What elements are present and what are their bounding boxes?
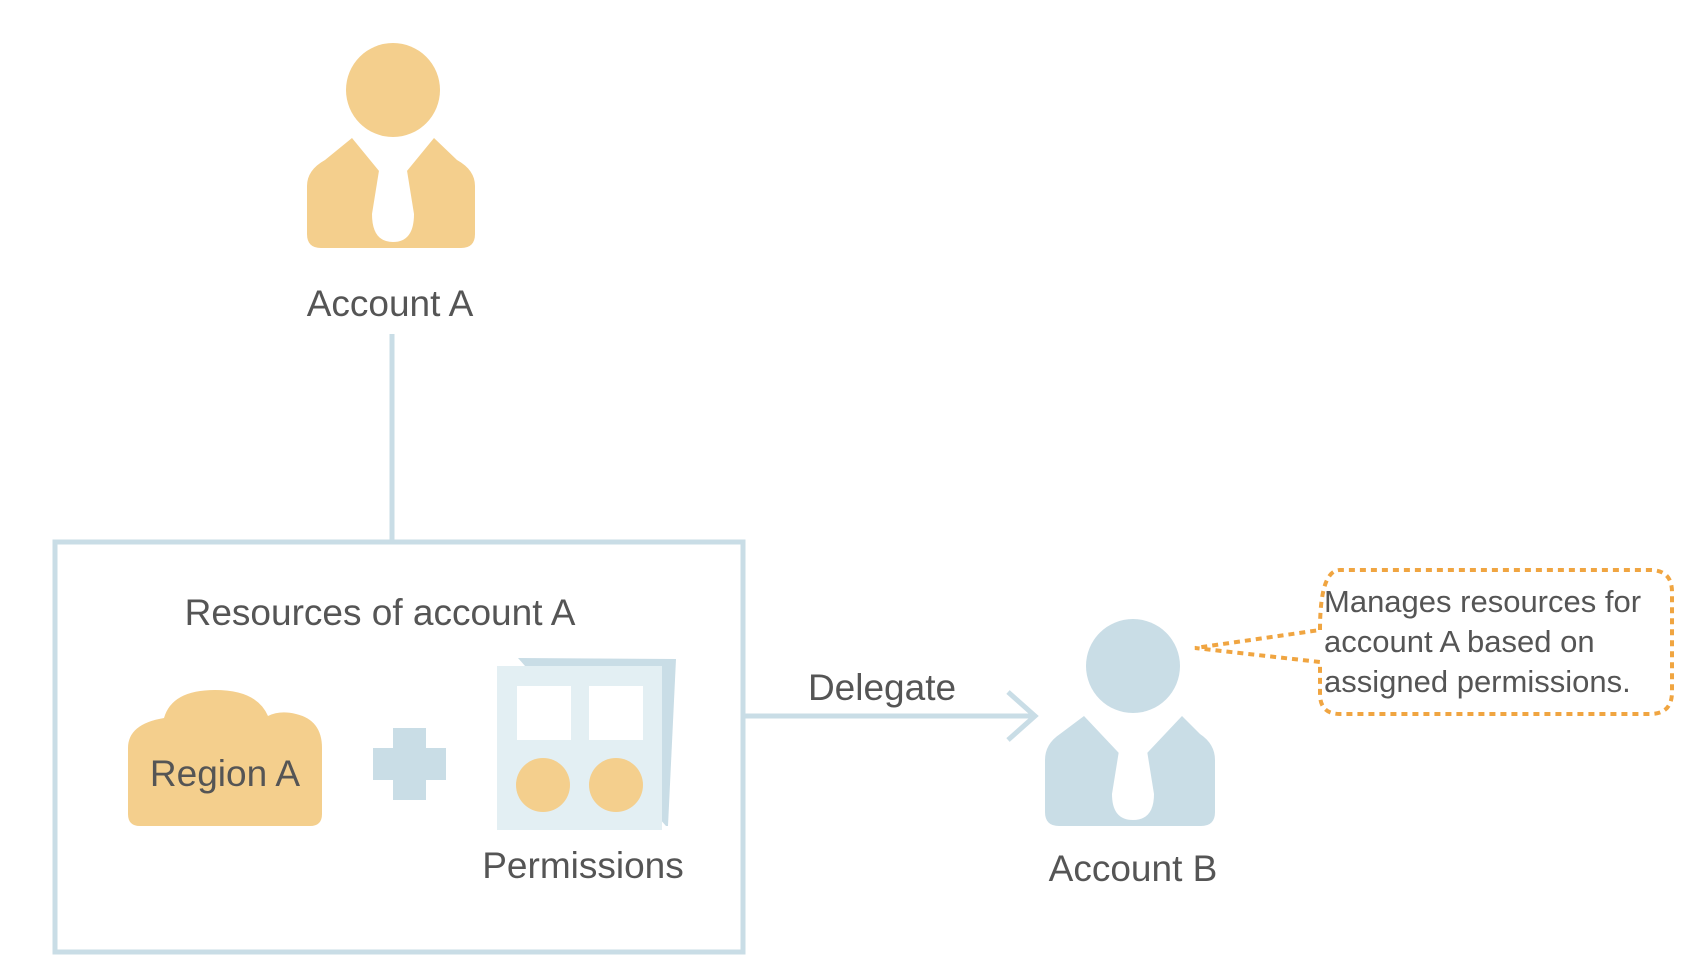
account-a-person-icon — [307, 43, 475, 248]
permissions-label: Permissions — [482, 845, 684, 886]
region-cloud-icon — [128, 690, 322, 826]
note-callout — [1194, 568, 1674, 716]
resources-box-title: Resources of account A — [185, 592, 576, 633]
account-b-person-icon — [1045, 619, 1215, 826]
delegate-arrow — [745, 690, 1039, 742]
account-b-label: Account B — [1049, 848, 1218, 889]
account-a-label: Account A — [307, 283, 474, 324]
permissions-document-icon — [497, 658, 676, 830]
note-line-2: account A based on — [1324, 624, 1595, 659]
plus-icon — [373, 728, 446, 800]
note-line-1: Manages resources for — [1324, 584, 1641, 619]
delegate-label: Delegate — [808, 667, 956, 708]
resources-box — [52, 539, 746, 955]
note-line-3: assigned permissions. — [1324, 664, 1631, 699]
region-label: Region A — [150, 753, 300, 794]
